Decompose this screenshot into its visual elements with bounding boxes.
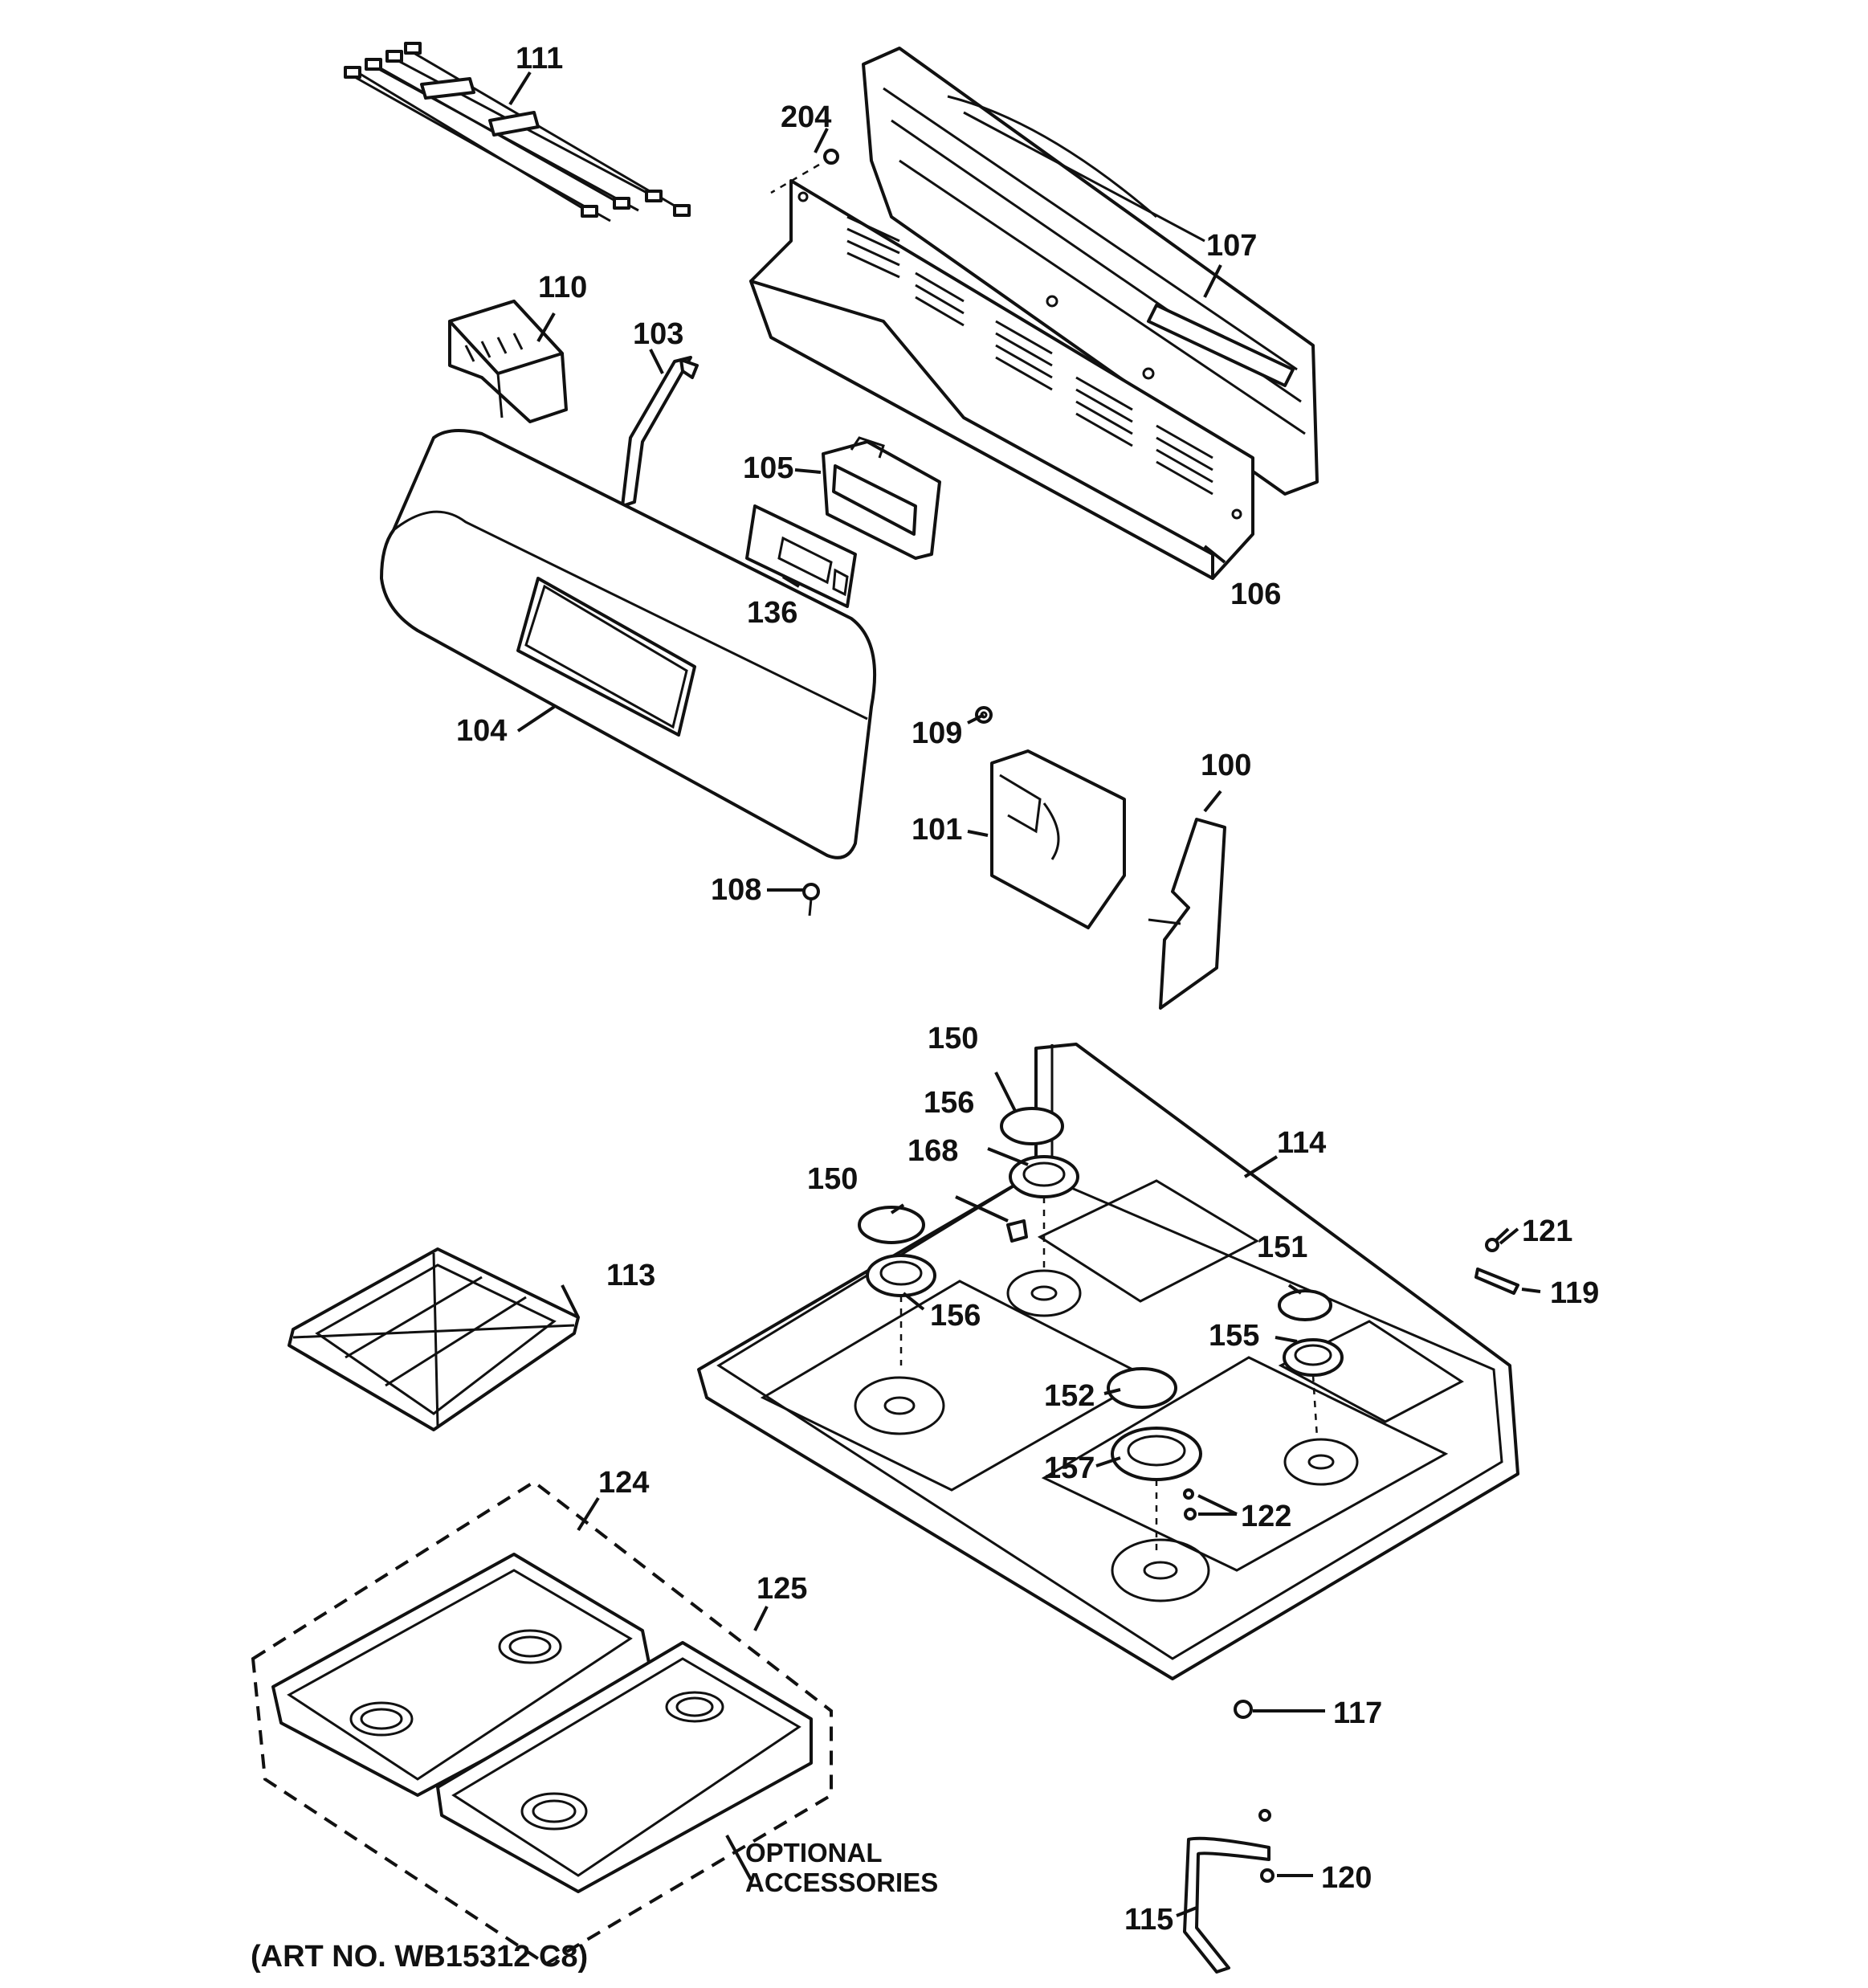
wire-harness-part [344,42,691,222]
label-150-rear: 150 [928,1022,978,1055]
control-panel-part [380,429,877,859]
bracket-100-part [1148,818,1226,1010]
label-103: 103 [633,317,683,351]
optional-accessories-group [251,1480,833,1966]
bracket-part [621,356,699,508]
label-157: 157 [1044,1451,1095,1485]
label-168: 168 [907,1134,958,1168]
label-122: 122 [1241,1500,1291,1533]
label-115: 115 [1124,1903,1173,1937]
optional-accessories-line1: OPTIONAL [745,1838,883,1868]
part-number-labels: 111 204 107 110 103 105 136 106 104 109 … [456,42,1599,1937]
label-152: 152 [1044,1379,1095,1413]
label-101: 101 [912,813,962,847]
label-136: 136 [747,596,797,630]
label-120: 120 [1321,1861,1372,1895]
label-109: 109 [912,716,962,750]
grate-113-part [288,1247,580,1431]
cooktop-114-part [697,1043,1519,1680]
label-204: 204 [781,100,831,134]
label-121: 121 [1522,1214,1572,1248]
label-100: 100 [1201,749,1251,782]
back-guard-part [749,179,1254,580]
label-108: 108 [711,873,761,907]
rear-panel-part [862,47,1319,496]
leader-lines [508,71,1541,1917]
label-155: 155 [1209,1319,1259,1353]
label-124: 124 [598,1466,649,1500]
electronic-control-part [822,436,941,560]
label-156-rear: 156 [924,1086,974,1120]
art-number-caption: (ART NO. WB15312 C8) [251,1940,588,1974]
label-113: 113 [606,1259,655,1292]
label-151: 151 [1257,1231,1307,1264]
screw-108-part [802,883,820,916]
overlay-part [745,504,857,608]
control-module-part [448,300,568,423]
label-119: 119 [1550,1276,1599,1310]
burner-caps-and-heads [858,1107,1344,1554]
label-111: 111 [516,42,563,76]
label-106: 106 [1230,578,1281,611]
label-105: 105 [743,451,793,485]
label-117: 117 [1333,1696,1382,1730]
screw-204-part [770,149,839,194]
small-hardware-parts [1183,1238,1519,1974]
label-107: 107 [1206,229,1257,263]
label-125: 125 [757,1572,807,1606]
shield-101-part [990,749,1126,929]
label-110: 110 [538,271,587,304]
label-150-front: 150 [807,1162,858,1196]
label-114: 114 [1277,1126,1326,1160]
label-104: 104 [456,714,507,748]
label-156-front: 156 [930,1299,981,1333]
optional-accessories-line2: ACCESSORIES [745,1868,938,1897]
